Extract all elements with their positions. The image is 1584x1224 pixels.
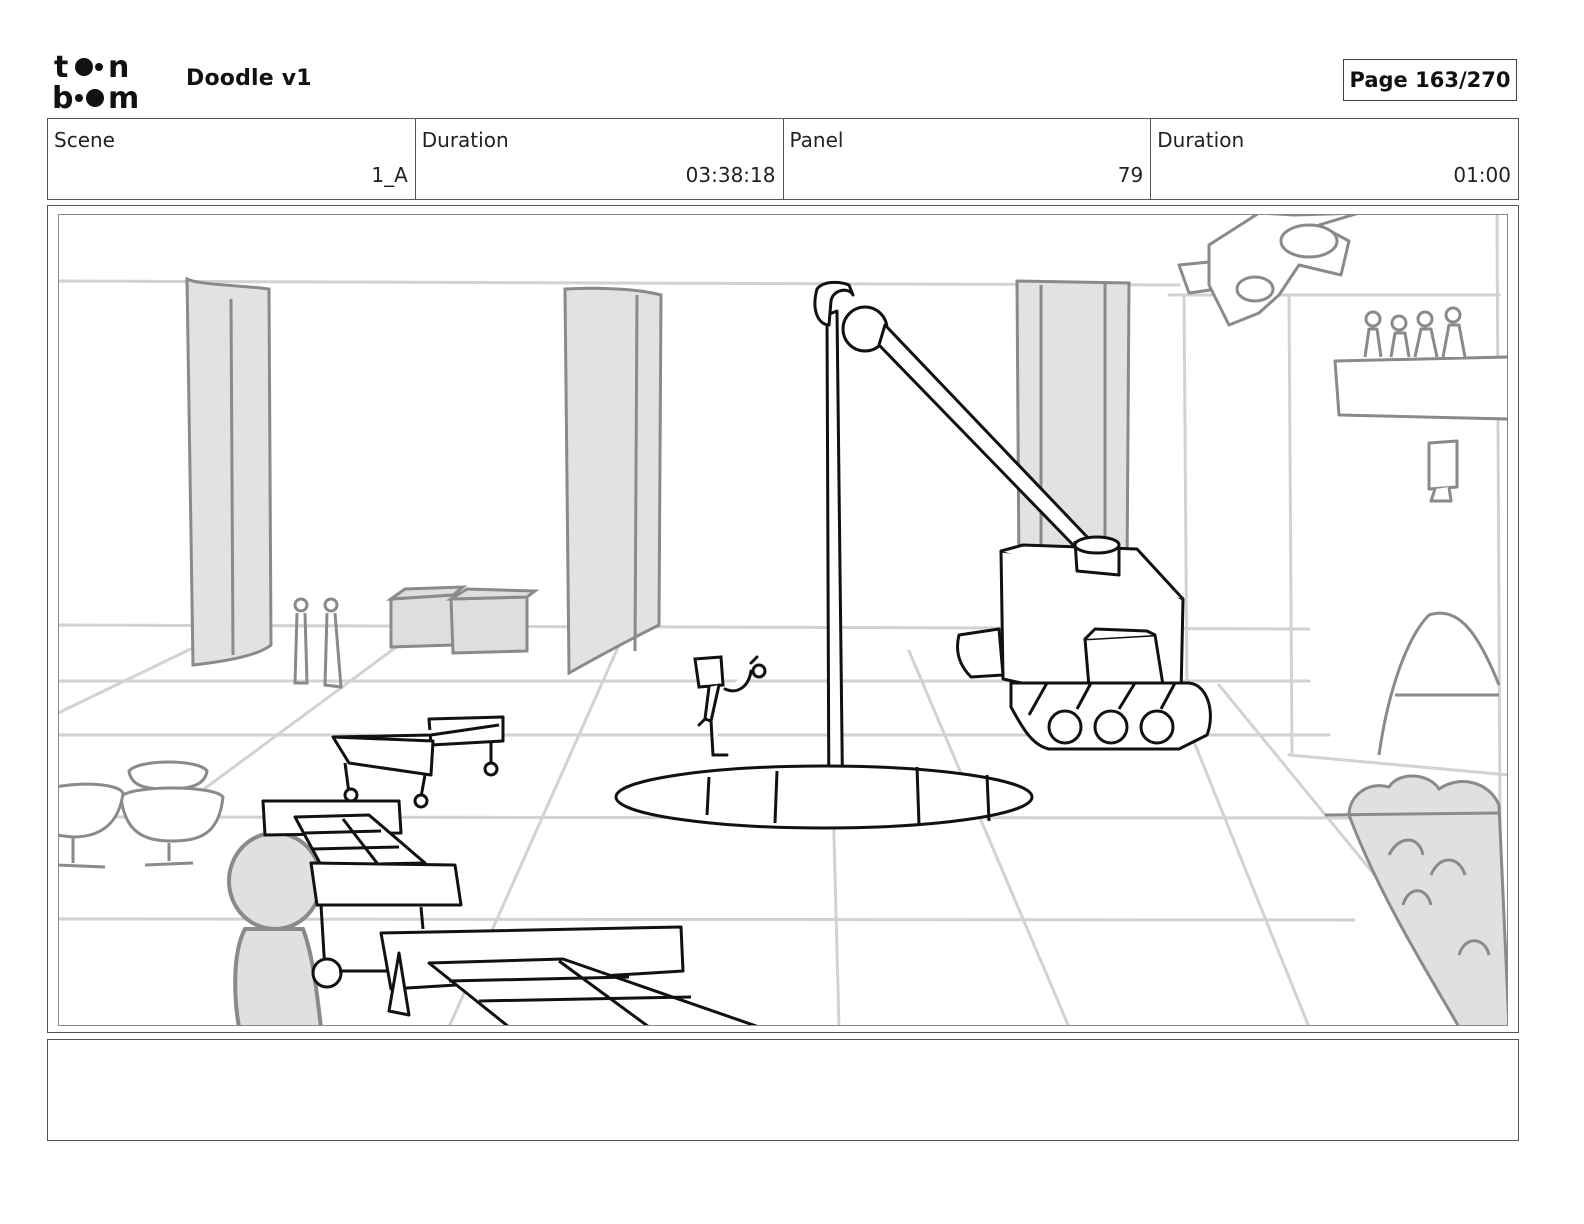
info-value: 03:38:18 [685,163,776,187]
info-value: 1_A [371,163,408,187]
info-cell-scene-duration: Duration 03:38:18 [416,119,784,199]
project-title: Doodle v1 [186,66,312,91]
info-label: Duration [421,128,509,152]
info-label: Scene [54,128,115,152]
storyboard-sketch [59,215,1507,1025]
info-cell-scene: Scene 1_A [48,119,416,199]
page-indicator: Page 163/270 [1343,59,1517,101]
info-cell-panel-duration: Duration 01:00 [1151,119,1518,199]
toon-boom-logo: t n b m [52,50,164,116]
info-label: Panel [789,128,844,152]
info-table: Scene 1_A Duration 03:38:18 Panel 79 Dur… [47,118,1519,200]
svg-text:b: b [52,81,73,112]
info-label: Duration [1157,128,1245,152]
svg-text:t: t [54,50,68,85]
panel-frame [47,205,1519,1033]
svg-text:n: n [108,50,129,85]
svg-text:m: m [108,81,139,112]
info-value: 79 [1117,163,1144,187]
info-value: 01:00 [1453,163,1511,187]
info-cell-panel: Panel 79 [784,119,1152,199]
panel-notes-box[interactable] [47,1039,1519,1141]
panel-image [58,214,1508,1026]
